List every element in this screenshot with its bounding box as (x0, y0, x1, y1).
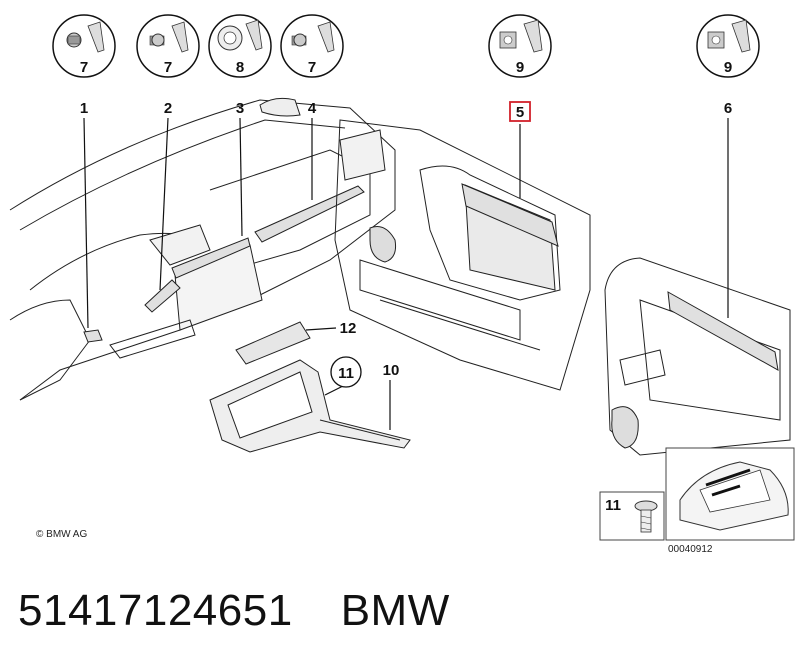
fastener-bubble-4: 7 (280, 14, 344, 78)
bubble-label: 9 (516, 59, 524, 76)
callout-2: 2 (164, 100, 172, 117)
brand-name: BMW (340, 586, 450, 635)
bubble-label: 8 (236, 59, 244, 76)
parts-diagram: 7 7 8 7 9 9 (9, 14, 795, 555)
trim-piece-1 (83, 329, 103, 343)
callout-1: 1 (80, 100, 88, 117)
bubble-label: 7 (308, 59, 316, 76)
callout-11: 11 (338, 365, 354, 382)
front-door-trim-5 (461, 183, 559, 247)
callout-10: 10 (383, 362, 400, 379)
fastener-bubble-5: 9 (488, 14, 552, 78)
part-number-footer: 51417124651 BMW (18, 586, 450, 636)
bubble-label: 9 (724, 59, 732, 76)
callout-12: 12 (340, 320, 357, 337)
callout-5: 5 (516, 104, 524, 121)
callout-6: 6 (724, 100, 732, 117)
copyright-text: © BMW AG (36, 529, 87, 540)
rear-door-trim-6 (667, 291, 779, 371)
fastener-bubble-3: 8 (208, 14, 272, 78)
console-trim-10 (209, 359, 411, 453)
trim-strip-2 (144, 279, 181, 313)
callout-5-highlight: 5 (509, 101, 531, 122)
part-number: 51417124651 (18, 586, 293, 635)
console-trim-12 (235, 321, 311, 365)
callout-4: 4 (308, 100, 317, 117)
leader-lines (83, 117, 729, 430)
car-locator-inset (665, 447, 795, 541)
fastener-bubble-2: 7 (136, 14, 200, 78)
fastener-bubble-6: 9 (696, 14, 760, 78)
trim-strip-4 (254, 185, 365, 243)
screw-inset: 11 (599, 491, 665, 541)
bubble-label: 7 (164, 59, 172, 76)
inset-label: 11 (605, 497, 621, 514)
fastener-bubble-1: 7 (52, 14, 116, 78)
callout-3: 3 (236, 100, 244, 117)
callout-11-circle: 11 (330, 356, 362, 388)
diagram-number: 00040912 (668, 544, 713, 555)
dashboard-drawing (9, 97, 396, 401)
bubble-label: 7 (80, 59, 88, 76)
trim-strip-3 (171, 237, 251, 279)
